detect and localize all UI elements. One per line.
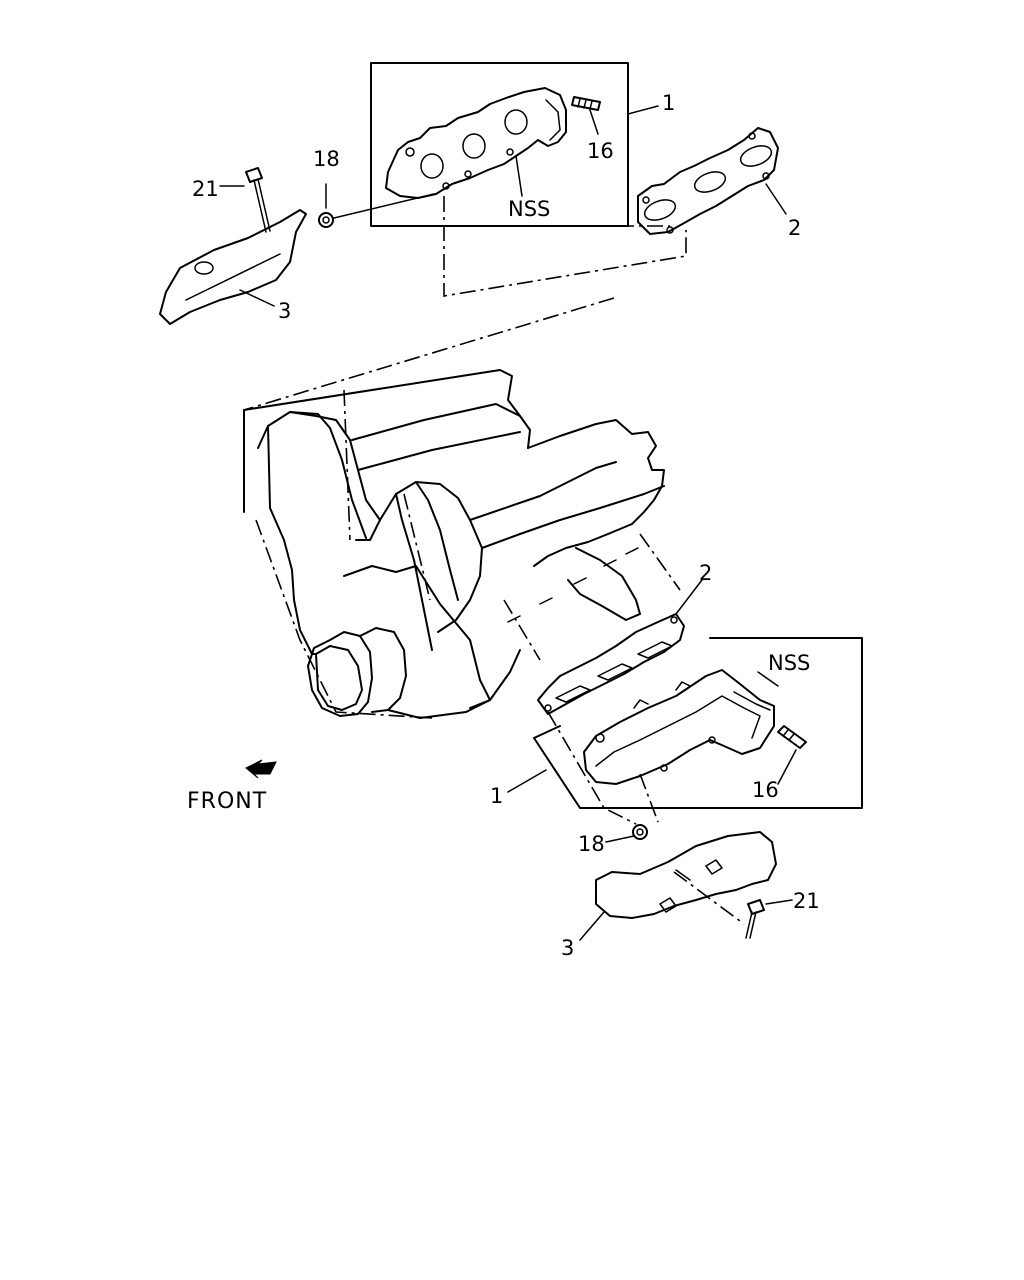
callout-lower-bolt: 21	[793, 889, 820, 913]
upper-bolt	[245, 167, 271, 233]
lower-exhaust-manifold	[583, 669, 775, 785]
upper-gasket	[637, 127, 779, 235]
callout-upper-gasket: 2	[788, 216, 801, 240]
lower-gasket	[537, 613, 685, 715]
callout-lower-manifold: 1	[490, 784, 503, 808]
upper-nut	[318, 212, 334, 228]
callout-upper-nss: NSS	[508, 197, 550, 221]
front-label: FRONT	[187, 789, 267, 814]
upper-stud	[571, 96, 601, 111]
callout-upper-bolt: 21	[192, 177, 219, 201]
callout-upper-stud: 16	[587, 139, 614, 163]
lower-heat-shield	[595, 831, 777, 919]
upper-heat-shield	[159, 209, 307, 325]
callout-upper-nut: 18	[313, 147, 340, 171]
engine-block	[243, 369, 665, 719]
callout-lower-nut: 18	[578, 832, 605, 856]
callout-lower-nss: NSS	[768, 651, 810, 675]
callout-lower-gasket: 2	[699, 561, 712, 585]
front-direction-arrow-icon	[245, 759, 277, 779]
lower-manifold-callout-box	[533, 637, 863, 809]
lower-nut	[632, 824, 648, 840]
callout-upper-manifold: 1	[662, 91, 675, 115]
lower-bolt	[745, 899, 765, 939]
lower-stud	[777, 725, 807, 749]
upper-exhaust-manifold	[385, 87, 567, 199]
callout-lower-heat-shield: 3	[561, 936, 574, 960]
callout-lower-stud: 16	[752, 778, 779, 802]
upper-manifold-callout-box	[370, 62, 629, 227]
callout-upper-heat-shield: 3	[278, 299, 291, 323]
